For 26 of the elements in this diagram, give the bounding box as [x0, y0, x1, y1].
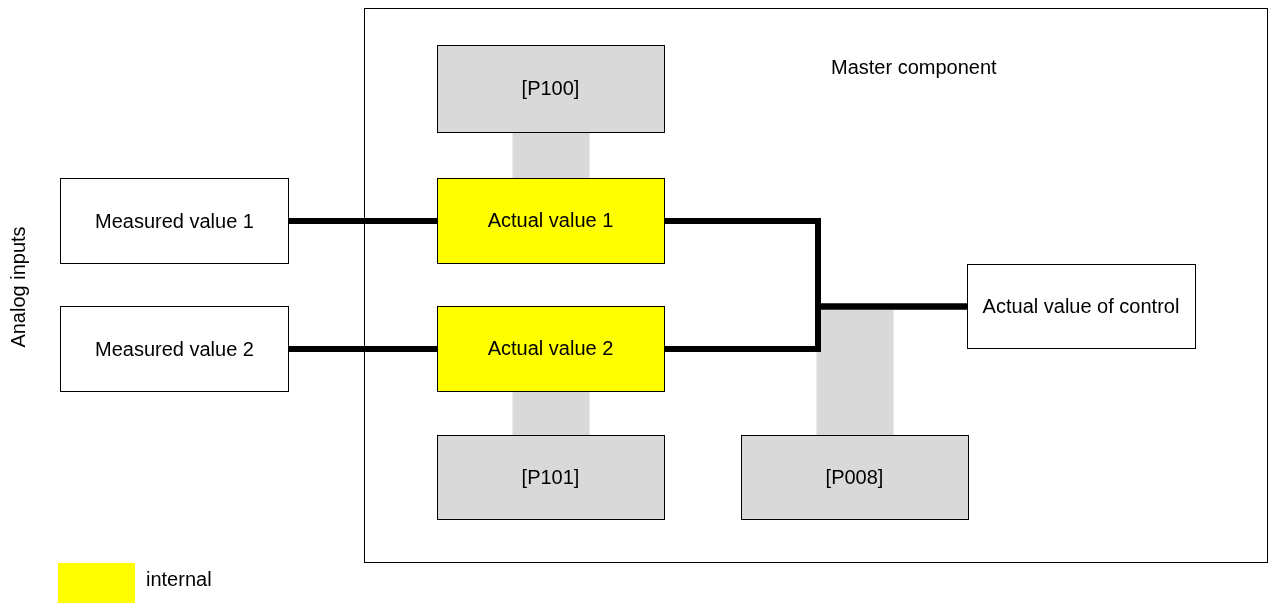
block-box: [436, 177, 665, 264]
side-label: Analog inputs: [6, 226, 30, 348]
block-box: [436, 305, 665, 392]
legend-label: internal: [146, 568, 212, 591]
block-box: [60, 178, 289, 264]
block-label: Measured value 1: [94, 208, 255, 234]
signal-line: [289, 218, 437, 224]
block-label: [P101]: [520, 464, 581, 490]
block-box: [966, 263, 1196, 349]
block-label: Actual value 2: [486, 336, 615, 361]
signal-line: [289, 346, 437, 352]
block-label: [P008]: [824, 464, 885, 490]
parameter-band: [512, 392, 590, 435]
block-box: [740, 434, 969, 520]
component-frame: [364, 8, 1268, 563]
block-label: [P100]: [520, 76, 581, 101]
block-box: [60, 306, 289, 392]
parameter-band: [512, 133, 590, 178]
signal-line: [665, 303, 967, 352]
parameter-band: [816, 310, 894, 435]
block-label: Master component: [830, 55, 998, 80]
block-label: Actual value 1: [486, 208, 615, 233]
block-label: Actual value of control: [981, 293, 1181, 319]
block-box: [436, 44, 665, 133]
block-box: [436, 434, 665, 520]
block-label: Measured value 2: [94, 336, 255, 362]
